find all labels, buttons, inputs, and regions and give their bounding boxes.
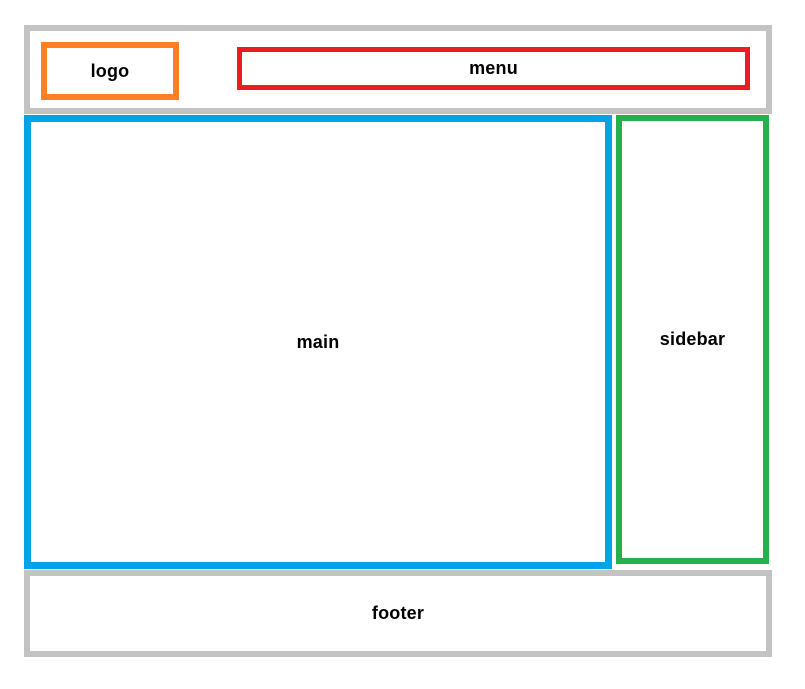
footer-region: footer	[24, 570, 772, 657]
main-label: main	[296, 331, 340, 352]
logo-region: logo	[41, 42, 179, 100]
sidebar-label: sidebar	[659, 329, 726, 349]
footer-label: footer	[371, 603, 425, 623]
sidebar-region: sidebar	[616, 115, 769, 564]
menu-label: menu	[469, 58, 518, 78]
main-region: main	[24, 115, 612, 569]
menu-region: menu	[237, 47, 750, 90]
logo-label: logo	[90, 60, 130, 81]
